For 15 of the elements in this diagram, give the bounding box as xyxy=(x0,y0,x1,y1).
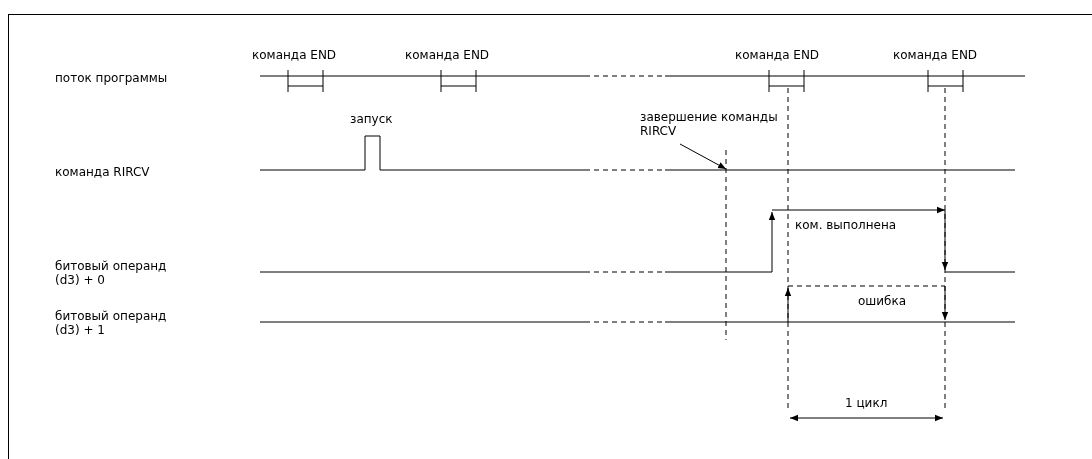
callout-text: завершение команды RIRCV xyxy=(640,110,800,138)
instruction-label: команда END xyxy=(735,48,820,62)
signal-label: команда RIRCV xyxy=(55,165,150,179)
signal-label: битовый операнд (d3) + 0 xyxy=(55,259,168,287)
event-label: запуск xyxy=(350,112,393,126)
leader-line xyxy=(679,143,727,170)
completion-line xyxy=(725,149,727,341)
signal-label: поток программы xyxy=(55,71,168,85)
state-label: ком. выполнена xyxy=(795,218,897,232)
state-label: ошибка xyxy=(858,294,907,308)
instruction-label: команда END xyxy=(252,48,337,62)
instruction-label: команда END xyxy=(405,48,490,62)
instruction-label: команда END xyxy=(893,48,978,62)
dimension-text: 1 цикл xyxy=(845,396,888,410)
signal-label: битовый операнд (d3) + 1 xyxy=(55,309,168,337)
